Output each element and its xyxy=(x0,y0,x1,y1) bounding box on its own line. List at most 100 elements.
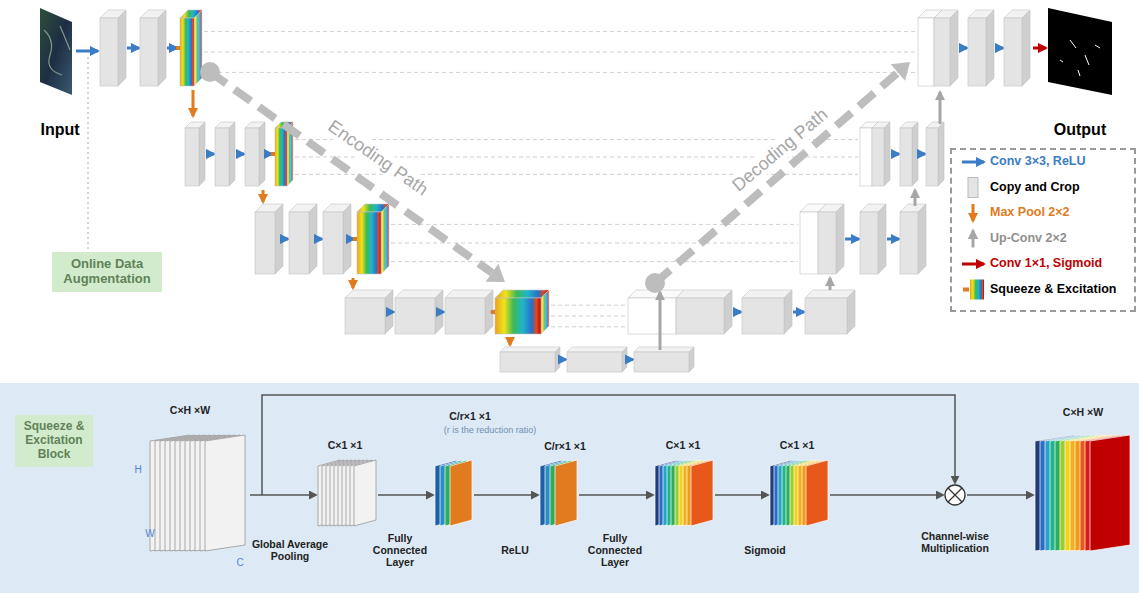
copy-crop-line xyxy=(295,174,858,175)
se-label: C/r×1 ×1 xyxy=(449,410,490,422)
max-pool-arrow xyxy=(192,90,195,116)
flow-arrow xyxy=(579,494,653,496)
augmentation-line xyxy=(87,57,88,250)
se-label: C/r×1 ×1 xyxy=(544,440,585,452)
legend-text: Copy and Crop xyxy=(990,180,1080,194)
conv-arrow xyxy=(733,311,741,314)
copy-crop-line xyxy=(551,316,626,317)
feature-map xyxy=(215,122,235,186)
feature-map xyxy=(185,122,205,186)
conv-arrow xyxy=(891,153,899,156)
se-block xyxy=(180,10,202,86)
input-texture xyxy=(44,26,70,75)
conv-arrow xyxy=(793,311,804,314)
copy-crop-line xyxy=(551,326,626,327)
conv-arrow xyxy=(318,238,322,241)
feature-map xyxy=(345,290,393,334)
feature-map xyxy=(860,204,886,274)
legend-upconv-icon xyxy=(972,231,975,248)
se-label: W xyxy=(145,528,154,540)
copy-crop-line xyxy=(295,139,858,140)
feature-map xyxy=(628,290,684,334)
feature-map xyxy=(500,347,560,372)
legend-sigmoid-icon xyxy=(962,263,984,266)
io-label: Input xyxy=(40,121,79,139)
up-conv-arrow xyxy=(939,92,942,124)
conv-arrow xyxy=(959,47,967,50)
feature-map xyxy=(934,10,958,86)
conv-arrow xyxy=(628,358,633,361)
augmentation-box: Squeeze & Excitation Block xyxy=(15,415,93,467)
feature-map xyxy=(255,204,283,274)
se-label: C×H ×W xyxy=(1063,406,1103,418)
feature-map xyxy=(245,122,265,186)
legend-copy-icon xyxy=(968,178,978,198)
se-block xyxy=(495,290,549,334)
flow-arrow xyxy=(830,494,943,496)
output-texture xyxy=(1060,40,1100,76)
max-pool-arrow xyxy=(352,278,355,288)
conv-arrow xyxy=(995,47,1003,50)
feature-stack xyxy=(318,460,376,526)
se-panel xyxy=(0,383,1139,593)
legend-text: Conv 1×1, Sigmoid xyxy=(990,256,1102,270)
decoding-path-arrow xyxy=(645,62,910,293)
box-text: Online Data Augmentation xyxy=(58,257,156,287)
path-label: Decoding Path xyxy=(726,102,834,198)
feature-map xyxy=(100,10,126,86)
up-conv-arrow xyxy=(829,278,832,290)
legend-box: Conv 3×3, ReLUCopy and CropMax Pool 2×2U… xyxy=(950,148,1136,312)
sigmoid-arrow xyxy=(1033,47,1046,50)
multiply-symbol xyxy=(945,485,965,505)
flow-arrow xyxy=(474,494,538,496)
augmentation-box: Online Data Augmentation xyxy=(52,252,162,292)
legend-se-marker xyxy=(963,288,969,292)
feature-stack xyxy=(435,460,472,526)
se-marker xyxy=(271,152,275,156)
se-label: Fully Connected Layer xyxy=(575,532,655,568)
max-pool-arrow xyxy=(262,190,265,202)
feature-map xyxy=(289,204,317,274)
se-label: H xyxy=(134,464,141,476)
conv-arrow xyxy=(887,238,899,241)
feature-map xyxy=(445,290,493,334)
max-pool-arrow xyxy=(509,337,512,345)
feature-map xyxy=(323,204,351,274)
copy-crop-line xyxy=(204,72,916,73)
se-label: C×1 ×1 xyxy=(328,439,362,451)
conv-arrow xyxy=(127,47,139,50)
path-label: Encoding Path xyxy=(322,114,435,202)
flow-arrow xyxy=(967,494,1033,496)
input-image xyxy=(40,8,72,95)
feature-map xyxy=(926,122,944,186)
feature-map xyxy=(140,10,166,86)
conv-arrow xyxy=(167,47,177,50)
legend-se-icon xyxy=(970,280,984,300)
feature-map xyxy=(742,290,792,334)
copy-crop-line xyxy=(391,261,798,262)
se-block xyxy=(357,204,389,274)
copy-crop-line xyxy=(391,224,798,225)
feature-stack xyxy=(150,435,245,551)
conv-arrow xyxy=(845,238,859,241)
conv-arrow xyxy=(76,50,98,53)
flow-arrow xyxy=(715,494,768,496)
copy-crop-line xyxy=(204,52,916,53)
legend-text: Conv 3×3, ReLU xyxy=(990,154,1086,168)
feature-stack xyxy=(770,460,828,526)
legend-text: Up-Conv 2×2 xyxy=(990,231,1067,245)
feature-map xyxy=(676,290,732,334)
se-marker xyxy=(353,237,357,241)
copy-crop-line xyxy=(204,31,916,32)
copy-crop-line xyxy=(391,243,798,244)
conv-arrow xyxy=(284,238,288,241)
feature-map xyxy=(805,290,855,334)
se-label: C×1 ×1 xyxy=(780,439,814,451)
flow-arrow xyxy=(378,494,433,496)
conv-arrow xyxy=(236,153,244,156)
se-label: Channel-wise Multiplication xyxy=(910,530,1000,554)
skip-line xyxy=(262,395,955,495)
legend-text: Squeeze & Excitation xyxy=(990,282,1116,296)
